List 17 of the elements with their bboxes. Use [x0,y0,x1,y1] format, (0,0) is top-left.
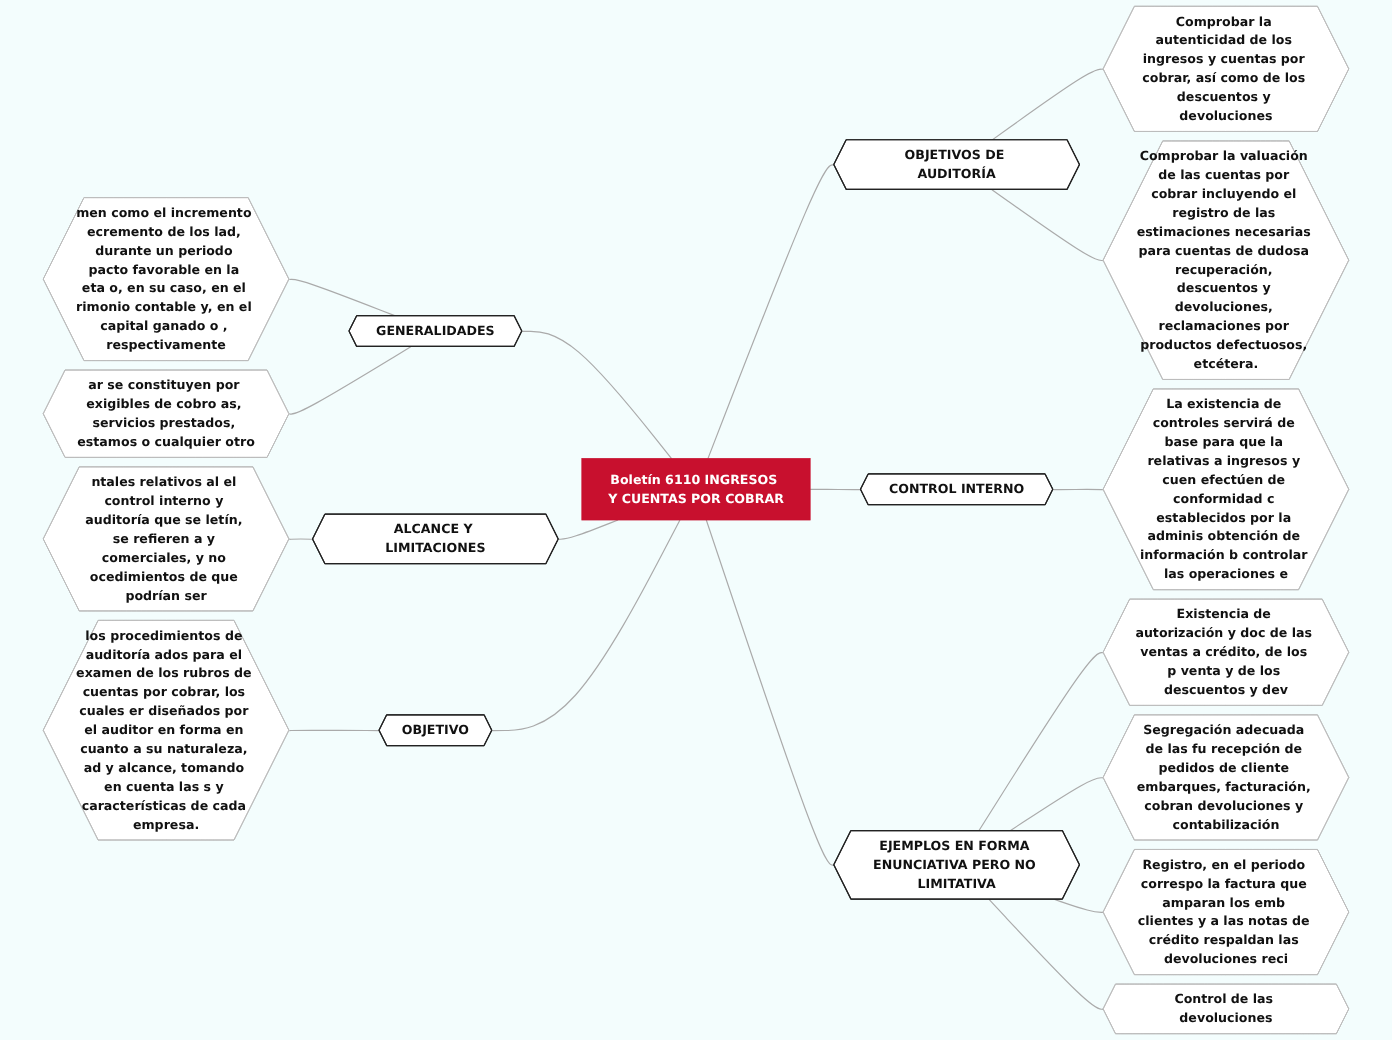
connector [991,189,1105,262]
connector [288,538,314,540]
connector [991,68,1105,141]
connector [978,652,1105,832]
connector [288,346,412,415]
connector [1054,898,1105,914]
connector [288,729,380,732]
connector [707,164,835,460]
connector [1009,777,1105,832]
connector [288,278,397,317]
connector [558,519,619,540]
connector [521,330,673,460]
connector [491,519,681,732]
connector [809,488,862,491]
connector [988,898,1105,1010]
connector [1052,488,1105,491]
connector [705,519,835,866]
